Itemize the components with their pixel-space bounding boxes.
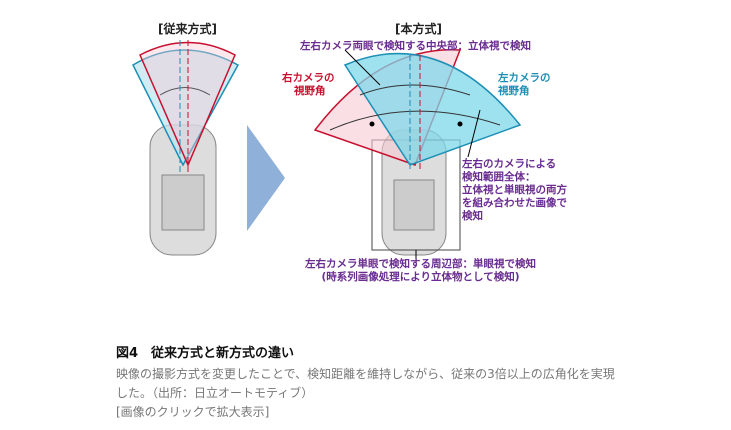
- caption-title: 図4 従来方式と新方式の違い: [116, 346, 295, 361]
- car-conventional: [149, 124, 217, 256]
- caption-body: 映像の撮影方式を変更したことで、検知距離を維持しながら、従来の3倍以上の広角化を…: [116, 367, 615, 400]
- label-center: 左右カメラ両眼で検知する中央部：立体視で検知: [300, 40, 531, 52]
- fov-conventional: [132, 40, 240, 175]
- heading-new: [本方式]: [395, 22, 442, 36]
- label-total: 左右のカメラによる検知範囲全体：立体視と単眼視の両方を組み合わせた画像で検知: [462, 158, 567, 222]
- figure-caption: 図4 従来方式と新方式の違い 映像の撮影方式を変更したことで、検知距離を維持しな…: [116, 342, 616, 422]
- comparison-diagram: [132, 40, 522, 262]
- heading-conventional: [従来方式]: [158, 22, 217, 36]
- label-right-camera: 右カメラの視野角: [282, 72, 335, 97]
- label-left-camera: 左カメラの視野角: [498, 72, 551, 97]
- fov-new: [313, 48, 522, 262]
- arrow-icon: [247, 125, 285, 231]
- label-periphery: 左右カメラ単眼で検知する周辺部：単眼視で検知(時系列画像処理により立体物として検…: [305, 258, 536, 283]
- car-new: [371, 129, 461, 256]
- enlarge-image-link[interactable]: [画像のクリックで拡大表示]: [116, 405, 270, 419]
